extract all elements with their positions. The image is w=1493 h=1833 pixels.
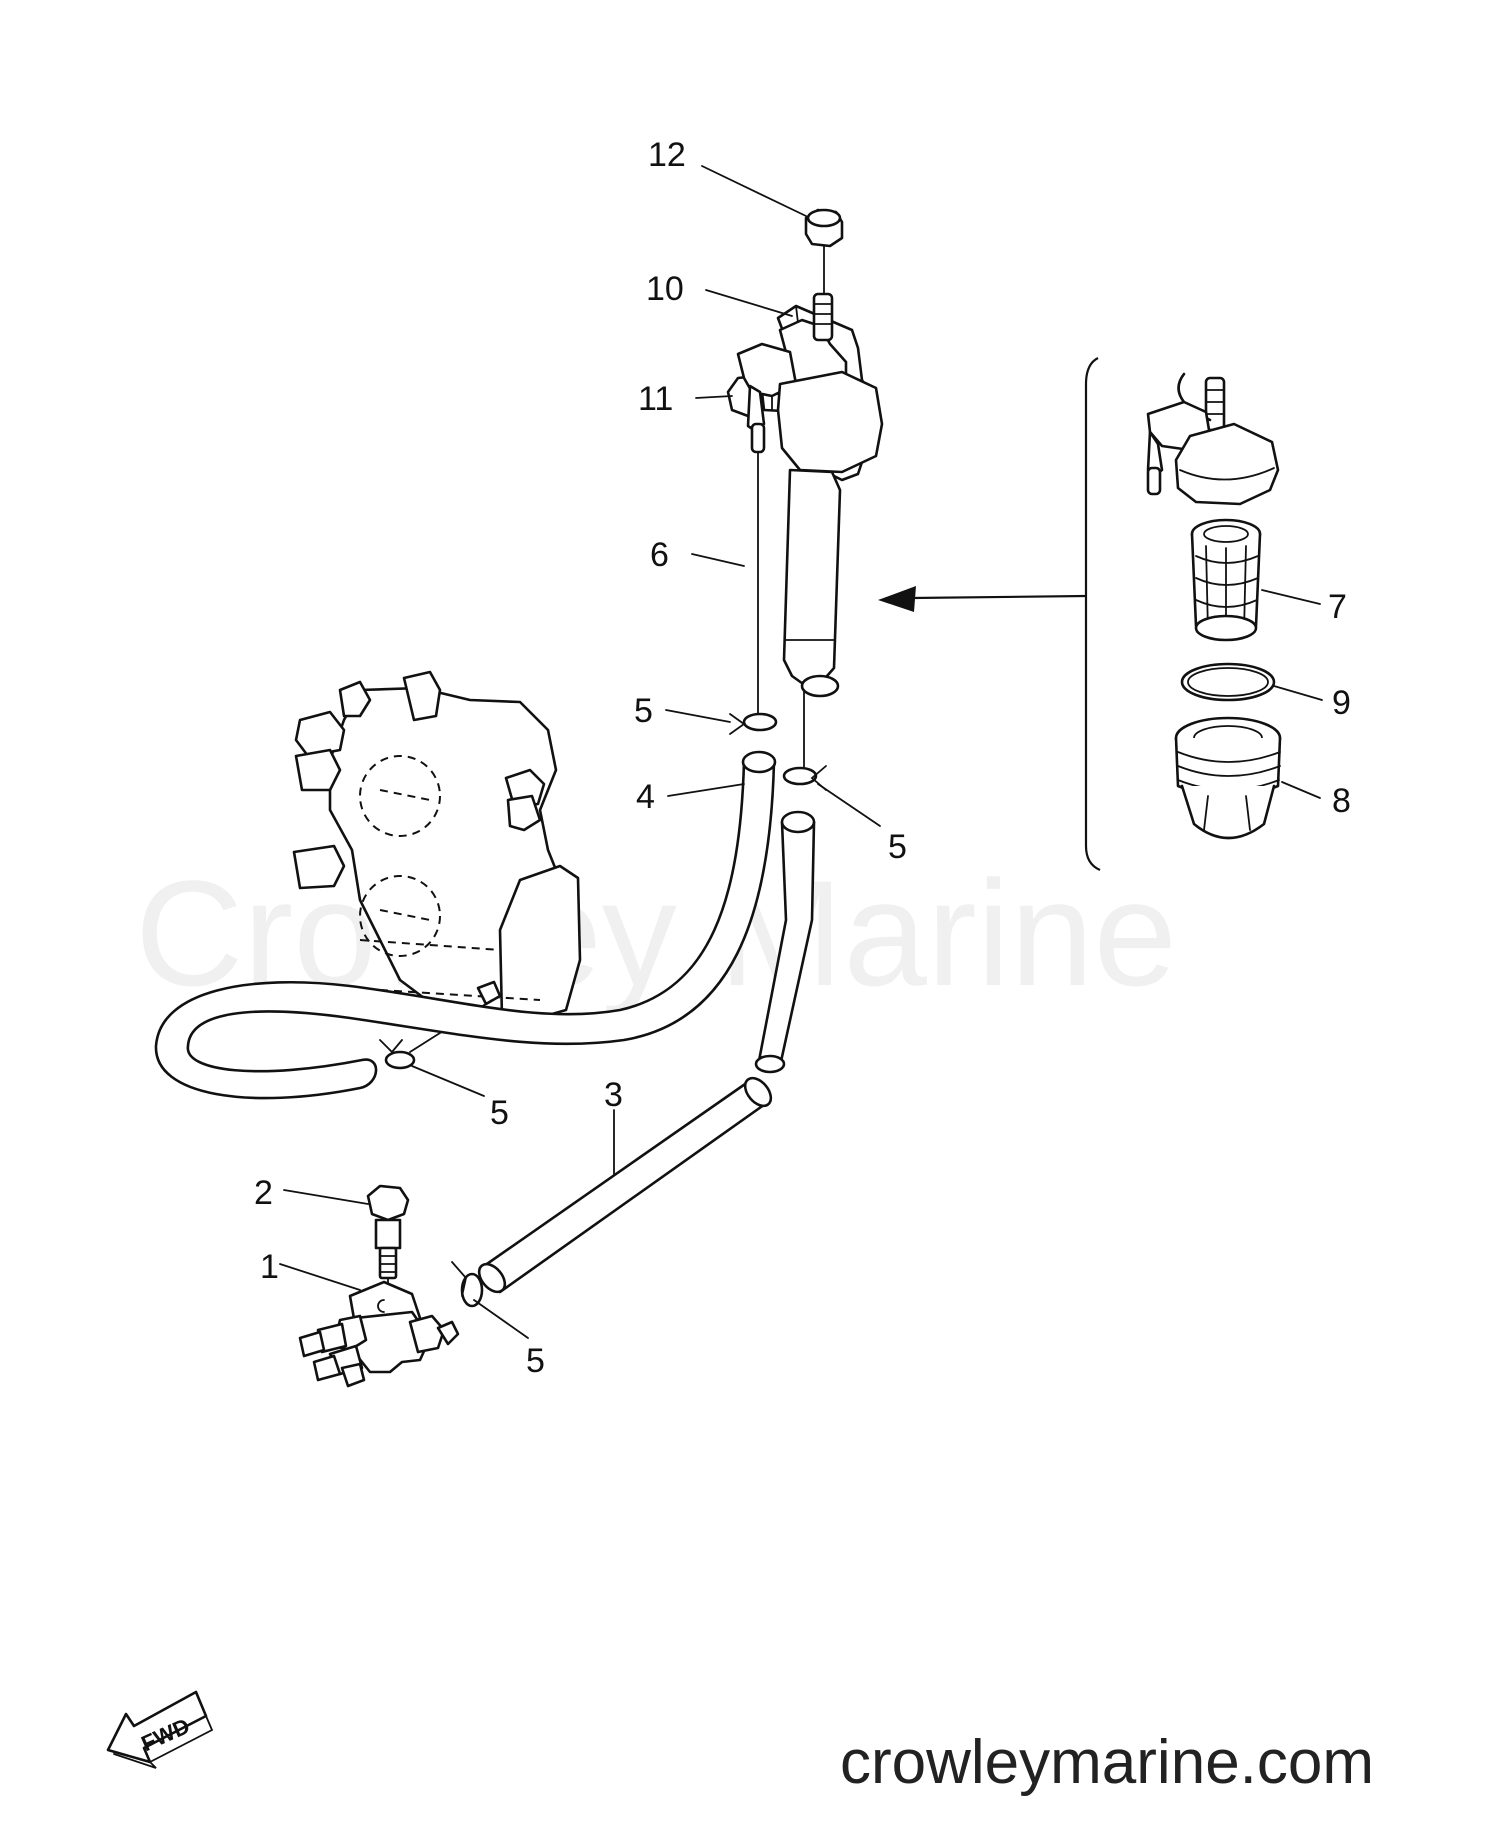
callout-5-upper-left: 5 — [634, 692, 653, 730]
part-9-o-ring — [1180, 662, 1276, 702]
part-4-hose — [154, 750, 777, 1100]
website-url: crowleymarine.com — [840, 1728, 1374, 1797]
part-7-filter-element — [1190, 518, 1262, 642]
callout-2: 2 — [254, 1174, 273, 1212]
part-2-bolt — [366, 1184, 410, 1280]
callout-9: 9 — [1332, 684, 1351, 722]
detail-filter-head — [1146, 372, 1280, 506]
detail-pointer-arrow — [878, 586, 1087, 612]
callout-11: 11 — [638, 380, 673, 418]
callout-6: 6 — [650, 536, 669, 574]
callout-12: 12 — [648, 136, 686, 174]
part-5-clamp-carb — [379, 1039, 416, 1070]
carburetor-assembly — [292, 670, 582, 1053]
callout-3: 3 — [604, 1076, 623, 1114]
callout-8: 8 — [1332, 782, 1351, 820]
part-8-filter-cup — [1174, 716, 1282, 840]
callout-5-upper-right: 5 — [888, 828, 907, 866]
detail-bracket — [1084, 357, 1101, 872]
part-5-clamp-joint — [451, 1261, 484, 1308]
callout-7: 7 — [1328, 588, 1347, 626]
callout-5-carb: 5 — [490, 1094, 509, 1132]
part-5-clamp-upper-right — [782, 765, 827, 791]
callout-10: 10 — [646, 270, 684, 308]
leader-lines — [279, 165, 1323, 1339]
part-5-clamp-upper-left — [729, 712, 778, 735]
hose-upper-segment — [754, 810, 816, 1074]
part-6-fuel-filter — [736, 292, 884, 698]
part-1-fuel-joint — [298, 1280, 460, 1388]
callout-5-joint: 5 — [526, 1342, 545, 1380]
callout-4: 4 — [636, 778, 655, 816]
part-12-nut — [804, 208, 844, 248]
callout-1: 1 — [260, 1248, 279, 1286]
part-3-hose — [477, 1076, 773, 1294]
fwd-arrow-icon: FWD — [106, 1690, 214, 1769]
